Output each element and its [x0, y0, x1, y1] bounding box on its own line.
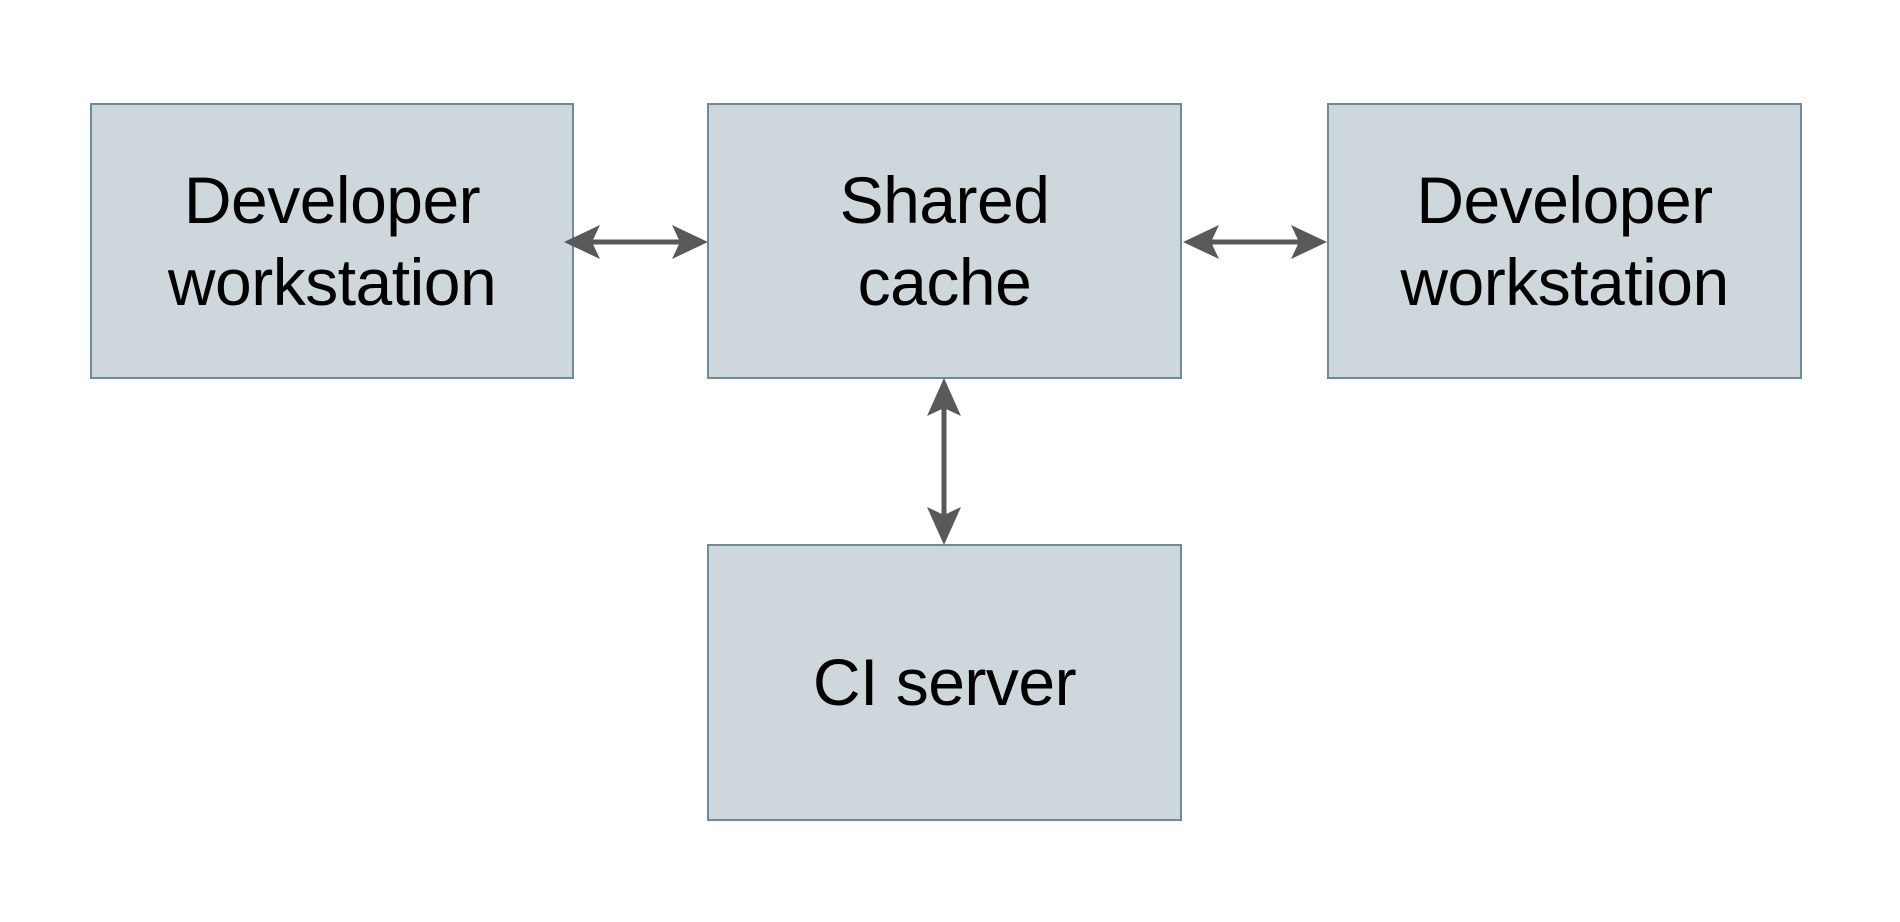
node-shared-cache[interactable]: Shared cache — [707, 103, 1182, 379]
node-label-developer-workstation-right: Developer workstation — [1400, 162, 1729, 320]
connector-shared-cache-to-ci-server — [927, 378, 961, 545]
connector-developer-left-to-shared-cache — [564, 225, 708, 259]
arrow-head-up-icon — [927, 378, 961, 416]
node-ci-server[interactable]: CI server — [707, 544, 1182, 821]
arrow-head-left-icon — [1183, 225, 1219, 259]
node-label-shared-cache: Shared cache — [839, 162, 1050, 320]
arrow-head-right-icon — [672, 225, 708, 259]
node-label-ci-server: CI server — [812, 645, 1077, 720]
node-developer-workstation-right[interactable]: Developer workstation — [1327, 103, 1802, 379]
node-label-developer-workstation-left: Developer workstation — [167, 162, 497, 320]
node-developer-workstation-left[interactable]: Developer workstation — [90, 103, 574, 379]
arrow-head-left-icon — [564, 225, 600, 259]
connector-shared-cache-to-developer-right — [1183, 225, 1327, 259]
arrow-head-down-icon — [927, 507, 961, 545]
arrow-head-right-icon — [1291, 225, 1327, 259]
